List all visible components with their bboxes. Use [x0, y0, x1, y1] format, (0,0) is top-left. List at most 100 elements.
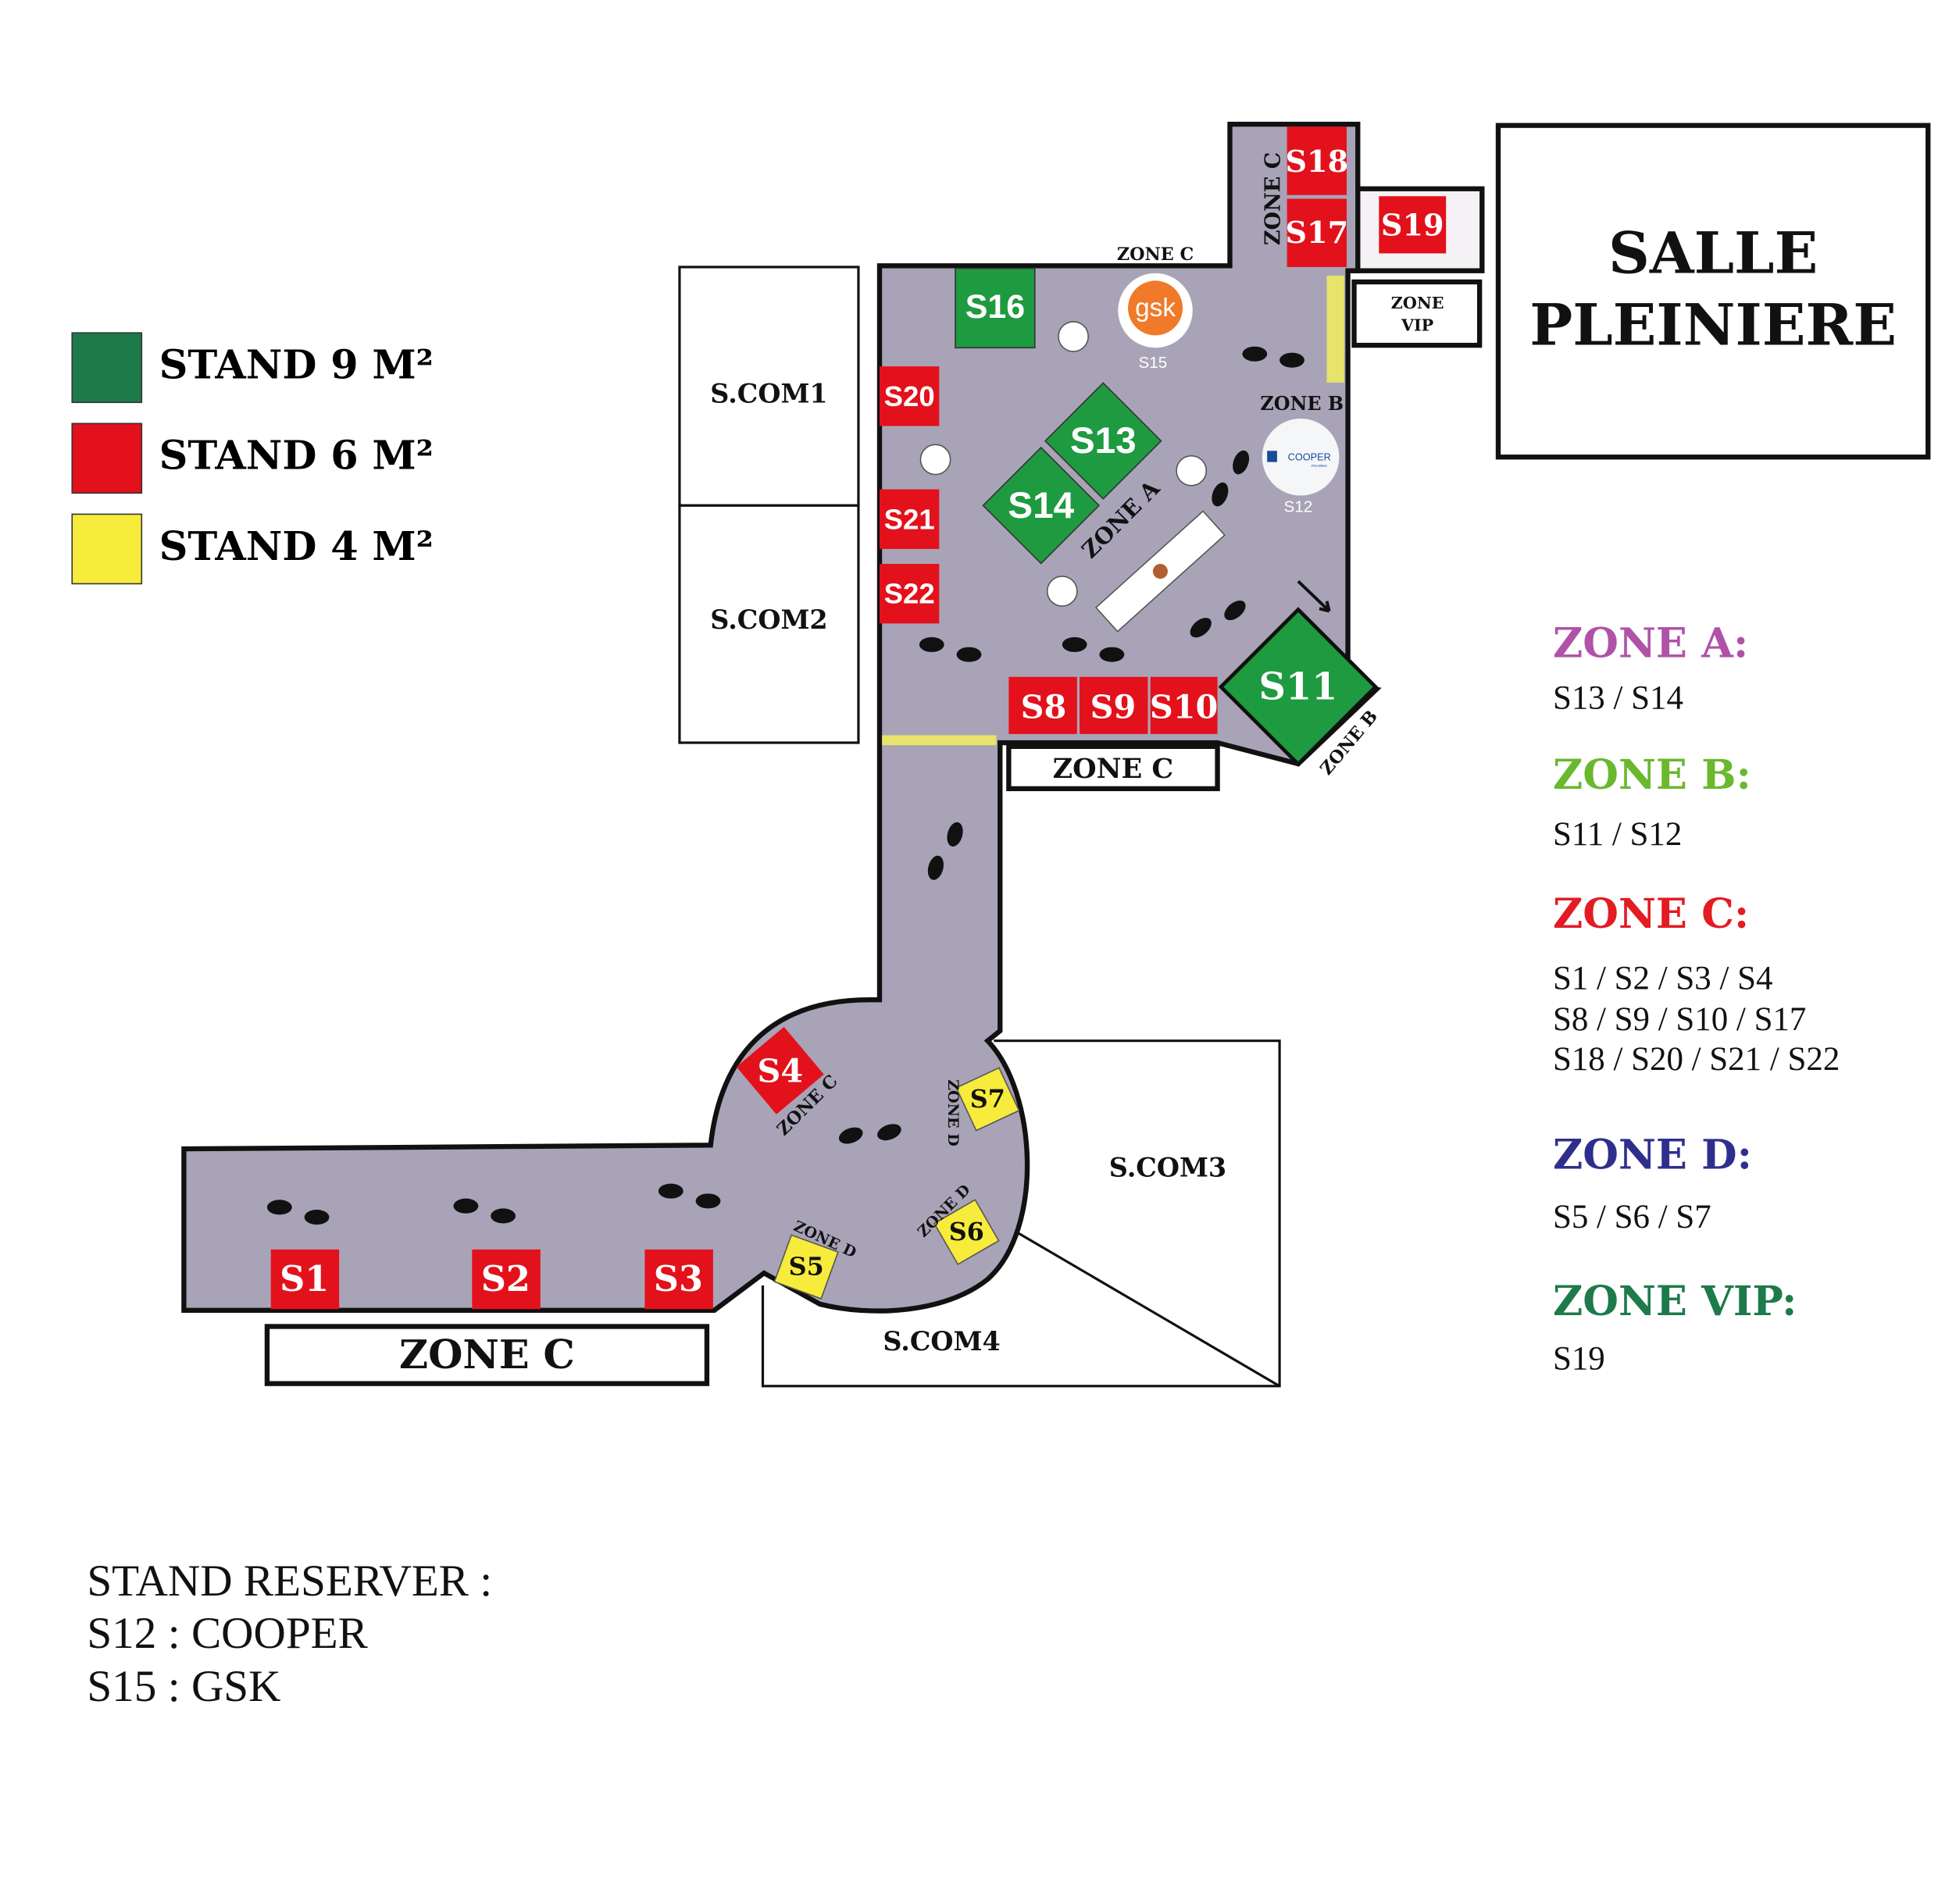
zone-d-stands: S5 / S6 / S7	[1553, 1199, 1711, 1235]
stand-s8-label: S8	[1021, 687, 1067, 726]
stand-s15-label: S15	[1138, 354, 1167, 372]
room-divider	[1018, 1232, 1280, 1388]
stand-s3[interactable]: S3	[644, 1249, 713, 1310]
stand-s22[interactable]: S22	[879, 564, 940, 624]
stand-s18-label: S18	[1285, 144, 1348, 179]
stand-s22-label: S22	[884, 578, 935, 610]
stand-s13[interactable]: S13	[1044, 382, 1162, 500]
footprint-icon	[658, 1183, 721, 1209]
zone-vip-stands: S19	[1553, 1340, 1605, 1377]
zone-c-box-upper	[1006, 743, 1220, 792]
zone-b-label-upper: ZONE B	[1260, 393, 1344, 415]
footprint-icon	[1062, 636, 1125, 662]
stand-s20-label: S20	[884, 380, 935, 412]
gsk-logo-text: gsk	[1135, 294, 1176, 323]
room-scom1-label: S.COM1	[710, 379, 827, 409]
zone-c-stands-3: S18 / S20 / S21 / S22	[1553, 1041, 1840, 1078]
stand-s14-label: S14	[1008, 485, 1074, 526]
cooper-logo-text: COOPER	[1288, 451, 1331, 463]
salle-label-line2: PLEINIERE	[1529, 292, 1897, 359]
stand-s3-label: S3	[654, 1259, 703, 1300]
zone-d-label-s7: ZONE D	[944, 1079, 962, 1146]
footprint-icon	[453, 1198, 516, 1224]
legend-label-9m2: STAND 9 M²	[159, 342, 434, 389]
legend-swatch-4m2	[71, 513, 143, 585]
stand-s6[interactable]: S6	[933, 1199, 1000, 1265]
stand-s16-label: S16	[965, 288, 1025, 326]
legend-swatch-9m2	[71, 332, 143, 404]
reserved-item: S15 : GSK	[87, 1662, 280, 1711]
stand-s7-label: S7	[970, 1085, 1005, 1114]
cooper-logo-mark	[1267, 451, 1277, 462]
footprints	[266, 346, 1304, 1225]
stand-s18[interactable]: S18	[1285, 127, 1348, 195]
cocktail-table	[919, 444, 951, 476]
zone-vip-box	[1351, 279, 1483, 348]
footprint-icon	[1212, 450, 1250, 507]
cooper-logo	[1262, 418, 1340, 496]
coffee-bar	[1094, 510, 1226, 633]
room-salle-pleiniere	[1495, 123, 1931, 460]
zone-vip-title: ZONE VIP:	[1553, 1278, 1797, 1325]
stand-s9-label: S9	[1090, 687, 1137, 726]
reserved-title: STAND RESERVER :	[87, 1556, 492, 1606]
legend-swatch-6m2	[71, 423, 143, 494]
stand-s21[interactable]: S21	[879, 489, 940, 549]
legend: STAND 9 M² STAND 6 M² STAND 4 M²	[71, 332, 434, 585]
legend-label-4m2: STAND 4 M²	[159, 523, 434, 570]
stand-s5-label: S5	[789, 1253, 824, 1282]
stand-s15-gsk[interactable]: gsk S15	[1118, 273, 1193, 372]
footprint-icon	[1190, 600, 1246, 638]
cooper-logo-sub: PHARMA	[1312, 464, 1328, 469]
stand-s4-label: S4	[757, 1051, 803, 1089]
stand-s10-label: S10	[1150, 687, 1218, 726]
stand-s14[interactable]: S14	[982, 446, 1101, 565]
stand-s8[interactable]: S8	[1008, 676, 1077, 734]
footprint-icon	[1242, 346, 1304, 368]
stand-s12-cooper[interactable]: COOPER PHARMA S12	[1262, 418, 1340, 515]
zone-b-stands: S11 / S12	[1553, 816, 1682, 853]
footprint-icon	[927, 822, 963, 880]
legend-label-6m2: STAND 6 M²	[159, 433, 434, 480]
zone-c-stands-1: S1 / S2 / S3 / S4	[1553, 961, 1772, 997]
stand-s19[interactable]: S19	[1379, 196, 1447, 254]
cocktail-table	[1176, 455, 1208, 487]
stand-s5[interactable]: S5	[773, 1234, 839, 1300]
room-scom2	[678, 504, 860, 744]
room-scom3-label: S.COM3	[1109, 1152, 1226, 1182]
stand-s7[interactable]: S7	[955, 1067, 1020, 1132]
plant-strip-right	[1326, 276, 1344, 383]
plant-strip	[882, 735, 997, 746]
stand-s9[interactable]: S9	[1080, 676, 1148, 734]
zone-c-label-vertical: ZONE C	[1262, 152, 1286, 245]
room-scom4-label: S.COM4	[883, 1326, 1000, 1357]
stand-s1[interactable]: S1	[270, 1249, 340, 1310]
reserved-item: S12 : COOPER	[87, 1609, 368, 1658]
zone-c-box-upper-label: ZONE C	[1053, 753, 1174, 785]
footprint-icon	[266, 1200, 330, 1225]
zone-b-title: ZONE B:	[1553, 751, 1751, 799]
stand-s21-label: S21	[884, 503, 935, 535]
zone-c-label-top: ZONE C	[1117, 244, 1194, 265]
stand-s10[interactable]: S10	[1150, 676, 1218, 734]
stand-s2[interactable]: S2	[472, 1249, 541, 1310]
stand-s20[interactable]: S20	[879, 366, 940, 426]
footprint-icon	[838, 1124, 901, 1144]
stand-s4[interactable]: S4	[736, 1026, 824, 1114]
gsk-logo-mark	[1128, 280, 1183, 336]
stand-s16[interactable]: S16	[955, 267, 1036, 349]
stand-s11-label: S11	[1259, 665, 1338, 708]
stand-s13-label: S13	[1070, 420, 1137, 462]
stand-s6-label: S6	[949, 1218, 984, 1246]
salle-label-line1: SALLE	[1608, 219, 1818, 287]
cocktail-table	[1058, 321, 1089, 352]
reserved-stands: STAND RESERVER : S12 : COOPER S15 : GSK	[87, 1556, 492, 1711]
zone-c-title: ZONE C:	[1553, 890, 1749, 938]
room-scom1	[678, 266, 860, 507]
zone-c-stands-2: S8 / S9 / S10 / S17	[1553, 1001, 1806, 1038]
stand-s11[interactable]: S11	[1218, 607, 1379, 767]
zone-vip-label-2: VIP	[1401, 316, 1434, 335]
zone-c-box-lower-label: ZONE C	[399, 1332, 575, 1378]
stand-s17[interactable]: S17	[1285, 198, 1348, 267]
stand-s2-label: S2	[481, 1259, 530, 1300]
